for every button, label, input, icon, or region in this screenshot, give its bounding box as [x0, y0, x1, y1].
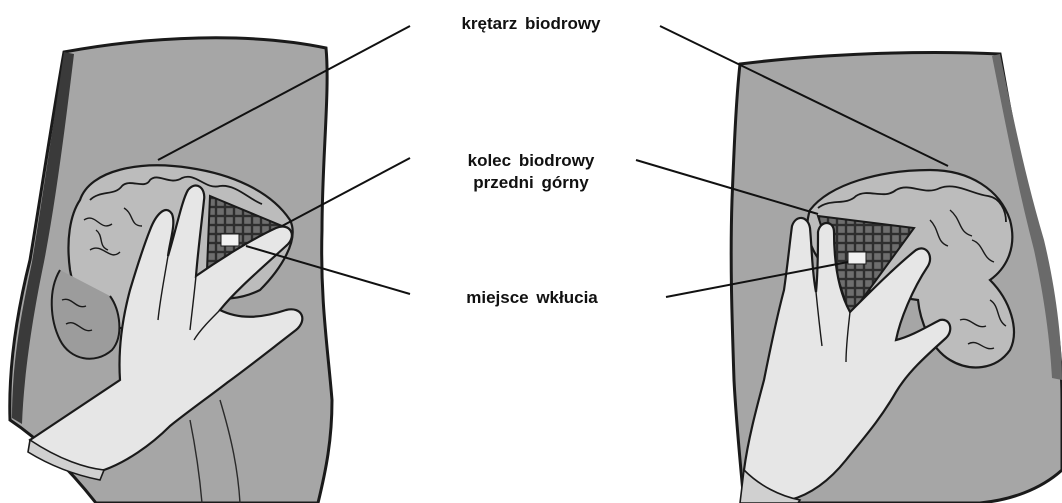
label-iliac-spine-line1: kolec biodrowy [436, 150, 626, 172]
right-hip-figure [731, 52, 1062, 503]
label-iliac-spine-line2: przedni górny [436, 172, 626, 194]
left-injection-site-marker [221, 234, 239, 246]
label-greater-trochanter: krętarz biodrowy [441, 13, 621, 35]
left-hip-figure [10, 38, 332, 503]
right-injection-site-marker [848, 252, 866, 264]
label-injection-site: miejsce wkłucia [452, 287, 612, 309]
